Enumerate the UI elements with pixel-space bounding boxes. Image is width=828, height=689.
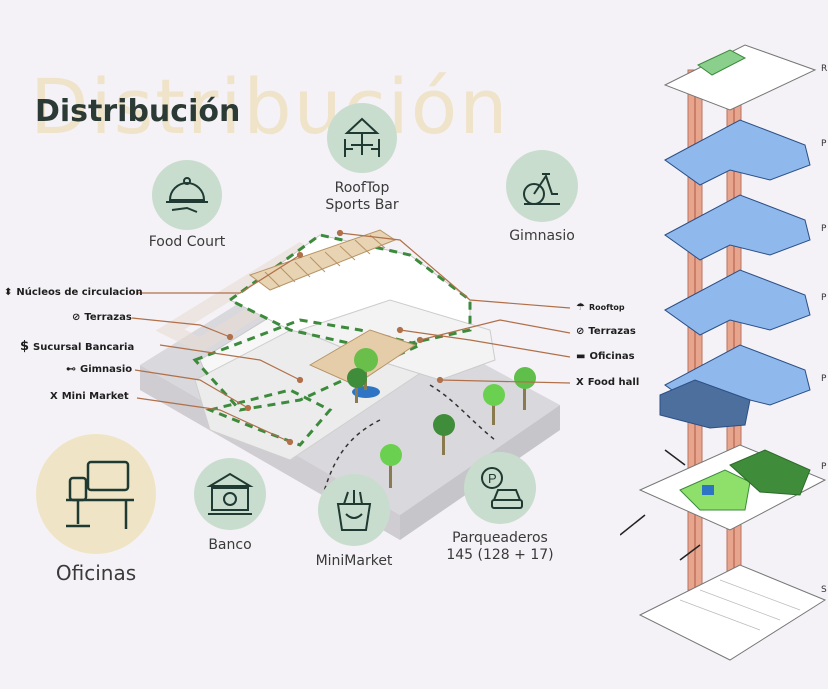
dollar-icon: $ bbox=[20, 339, 30, 354]
minimarket-circle bbox=[318, 474, 390, 546]
office-desk-icon bbox=[66, 460, 134, 529]
umbrella-table-icon bbox=[344, 117, 380, 157]
ground-green-block bbox=[729, 449, 811, 496]
roof-garden bbox=[697, 49, 747, 76]
floor-label-roof: R bbox=[821, 64, 828, 74]
label-text: Terrazas bbox=[588, 326, 636, 337]
watermark-title: Distribución bbox=[30, 62, 510, 151]
updown-arrow-icon: ⬍ bbox=[4, 287, 13, 298]
rooftop-label: RoofTop Sports Bar bbox=[325, 180, 399, 213]
ground-green-area bbox=[679, 469, 751, 511]
ground-blue-block bbox=[702, 485, 714, 495]
oficinas-label: Oficinas bbox=[55, 561, 137, 585]
label-text: Rooftop bbox=[588, 303, 625, 312]
floor-label-4: P bbox=[821, 374, 827, 384]
floor-label-3: P bbox=[821, 293, 827, 303]
bank-icon bbox=[206, 472, 254, 515]
label-text: Sucursal Bancaria bbox=[33, 342, 135, 353]
floor-label-5: P bbox=[821, 462, 827, 472]
leaf-icon: ⊘ bbox=[576, 326, 585, 337]
floor-stack-diagram bbox=[620, 44, 827, 661]
trees bbox=[347, 348, 536, 488]
parking-lines bbox=[679, 579, 801, 631]
label-text: Food hall bbox=[587, 377, 640, 388]
minimarket-label: MiniMarket bbox=[315, 553, 393, 569]
label-text: Núcleos de circulacion bbox=[16, 287, 143, 298]
food-court-label: Food Court bbox=[148, 234, 226, 250]
label-nucleos: ⬍Núcleos de circulacion bbox=[4, 287, 143, 298]
food-court-circle bbox=[152, 160, 222, 230]
parqueaderos-circle: P bbox=[464, 452, 536, 524]
svg-text:P: P bbox=[488, 471, 497, 486]
commercial-floor bbox=[659, 379, 751, 429]
label-sucursal-bancaria: $Sucursal Bancaria bbox=[20, 339, 134, 354]
parqueaderos-label: Parqueaderos 145 (128 + 17) bbox=[446, 530, 554, 563]
floor-label-basement: S bbox=[821, 585, 827, 595]
fork-knife-icon: X bbox=[50, 391, 58, 402]
office-floor-3 bbox=[664, 269, 811, 336]
dumbbell-icon: ⊷ bbox=[66, 364, 76, 375]
dashed-outline-low bbox=[205, 388, 333, 447]
office-floor-1 bbox=[664, 119, 811, 186]
gimnasio-label: Gimnasio bbox=[509, 228, 575, 244]
label-text: Gimnasio bbox=[80, 364, 133, 375]
label-rooftop-right: ☂Rooftop bbox=[576, 302, 625, 313]
label-text: Oficinas bbox=[589, 351, 635, 362]
rooftop-circle bbox=[327, 103, 397, 173]
label-oficinas-right: ▬Oficinas bbox=[576, 351, 635, 362]
fountain bbox=[352, 386, 380, 398]
floor-label-1: P bbox=[821, 139, 827, 149]
office-floor-2 bbox=[664, 194, 811, 261]
walk-path-2 bbox=[429, 384, 496, 441]
dashed-outline-upper bbox=[227, 233, 472, 352]
basement-slab bbox=[638, 564, 827, 661]
exercise-bike-icon bbox=[523, 173, 560, 205]
serving-tray-icon bbox=[166, 177, 208, 213]
oficinas-circle bbox=[36, 434, 156, 554]
page-title: Distribución bbox=[35, 94, 241, 129]
banco-label: Banco bbox=[208, 537, 252, 553]
grocery-bag-icon bbox=[336, 490, 372, 531]
gimnasio-circle bbox=[506, 150, 578, 222]
label-terrazas-right: ⊘Terrazas bbox=[576, 326, 636, 337]
laptop-icon: ▬ bbox=[576, 351, 586, 362]
dashed-outline-mid bbox=[192, 318, 425, 412]
parking-car-icon: P bbox=[481, 467, 523, 509]
label-gimnasio-left: ⊷ Gimnasio bbox=[66, 364, 132, 375]
banco-circle bbox=[194, 458, 266, 530]
leader-lines bbox=[131, 229, 571, 446]
leaf-icon: ⊘ bbox=[72, 312, 81, 323]
floor-label-2: P bbox=[821, 224, 827, 234]
umbrella-icon: ☂ bbox=[576, 302, 585, 313]
fork-knife-icon: X bbox=[576, 377, 584, 388]
entry-arrows bbox=[620, 449, 701, 561]
label-text: Mini Market bbox=[61, 391, 129, 402]
label-text: Terrazas bbox=[84, 312, 132, 323]
label-terrazas-left: ⊘Terrazas bbox=[72, 312, 132, 323]
